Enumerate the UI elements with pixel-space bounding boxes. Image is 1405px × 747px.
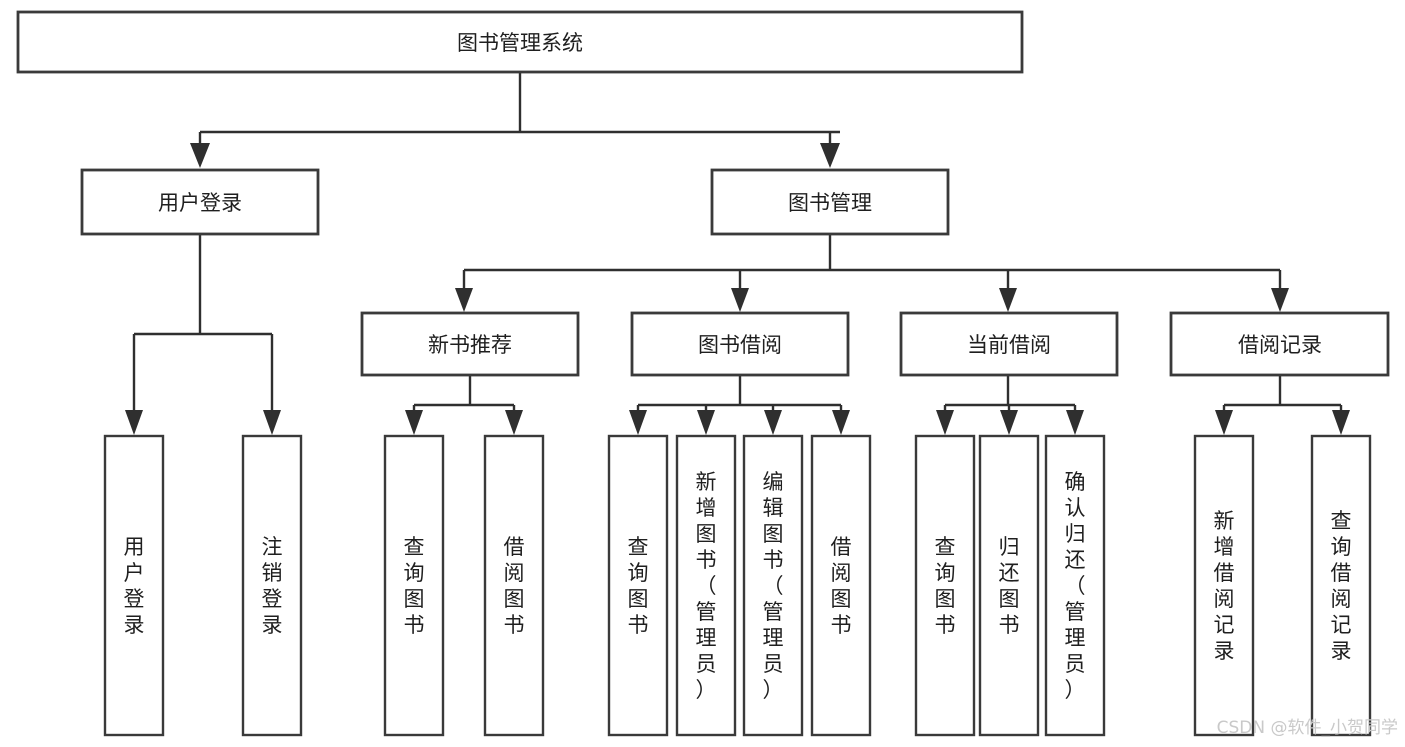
arrow-head-cb-leaf2 xyxy=(1000,410,1018,435)
connector-group-current-borrow xyxy=(936,375,1084,435)
connector-group-borrow-record xyxy=(1215,375,1350,435)
arrow-head-bb-leaf4 xyxy=(832,410,850,435)
arrow-head-new-book-recommend xyxy=(455,288,473,312)
leaf-node-label: 查询借阅记录 xyxy=(1331,509,1352,663)
leaf-node-box[interactable] xyxy=(241,434,303,737)
arrow-head-br-leaf1 xyxy=(1215,410,1233,435)
leaf-node-box[interactable] xyxy=(675,434,737,737)
leaf-node-box[interactable] xyxy=(810,434,872,737)
leaf-node-box[interactable] xyxy=(1044,434,1106,737)
leaf-node-label: 确认归还（管理员） xyxy=(1065,470,1086,702)
node-new-book-recommend[interactable]: 新书推荐 xyxy=(360,311,580,377)
leaf-node-box[interactable] xyxy=(383,434,445,737)
node-current-borrow-label: 当前借阅 xyxy=(967,333,1051,357)
csdn-watermark: CSDN @软件_小贺同学 xyxy=(1217,718,1398,738)
node-root[interactable]: 图书管理系统 xyxy=(16,10,1024,74)
arrow-head-leaf-logout xyxy=(263,410,281,435)
leaf-node[interactable]: 用户登录 xyxy=(103,434,165,737)
node-book-manage[interactable]: 图书管理 xyxy=(710,168,950,236)
arrow-head-bb-leaf2 xyxy=(697,410,715,435)
node-book-manage-label: 图书管理 xyxy=(788,191,872,215)
leaf-node-label: 查询图书 xyxy=(628,535,649,637)
leaf-node-label: 借阅图书 xyxy=(504,535,525,637)
node-new-book-recommend-label: 新书推荐 xyxy=(428,333,512,357)
leaf-node[interactable]: 查询图书 xyxy=(607,434,669,737)
leaf-node-box[interactable] xyxy=(914,434,976,737)
leaf-node[interactable]: 归还图书 xyxy=(978,434,1040,737)
arrow-head-bb-leaf1 xyxy=(629,410,647,435)
node-borrow-record-label: 借阅记录 xyxy=(1238,333,1322,357)
leaf-node-box[interactable] xyxy=(978,434,1040,737)
arrow-head-cb-leaf3 xyxy=(1066,410,1084,435)
connector-group-new-book-recommend xyxy=(405,375,523,435)
connector-group-user-login xyxy=(125,234,281,435)
node-user-login-label: 用户登录 xyxy=(158,191,242,215)
leaf-node-box[interactable] xyxy=(742,434,804,737)
leaf-node-box[interactable] xyxy=(607,434,669,737)
leaf-node[interactable]: 查询图书 xyxy=(914,434,976,737)
arrow-head-br-leaf2 xyxy=(1332,410,1350,435)
arrow-head-bb-leaf3 xyxy=(764,410,782,435)
leaf-node-label: 查询图书 xyxy=(935,535,956,637)
leaf-node-label: 注销登录 xyxy=(262,535,283,637)
leaf-node-label: 借阅图书 xyxy=(831,535,852,637)
node-root-box[interactable] xyxy=(16,10,1024,74)
leaf-node[interactable]: 注销登录 xyxy=(241,434,303,737)
node-borrow-record-box[interactable] xyxy=(1169,311,1390,377)
connector-group-book-borrow xyxy=(629,375,850,435)
leaf-node-box[interactable] xyxy=(1193,434,1255,737)
node-root-label: 图书管理系统 xyxy=(457,31,583,55)
node-user-login[interactable]: 用户登录 xyxy=(80,168,320,236)
node-current-borrow[interactable]: 当前借阅 xyxy=(899,311,1119,377)
node-book-borrow-box[interactable] xyxy=(630,311,850,377)
leaf-node-label: 查询图书 xyxy=(404,535,425,637)
leaf-node[interactable]: 新增图书（管理员） xyxy=(675,434,737,737)
node-book-manage-box[interactable] xyxy=(710,168,950,236)
connector-group-root xyxy=(190,72,840,168)
node-borrow-record[interactable]: 借阅记录 xyxy=(1169,311,1390,377)
node-book-borrow-label: 图书借阅 xyxy=(698,333,782,357)
leaf-node-label: 归还图书 xyxy=(999,535,1020,637)
leaf-node-box[interactable] xyxy=(1310,434,1372,737)
arrow-head-current-borrow xyxy=(999,288,1017,312)
node-new-book-recommend-box[interactable] xyxy=(360,311,580,377)
leaf-node[interactable]: 查询借阅记录 xyxy=(1310,434,1372,737)
leaf-node-box[interactable] xyxy=(103,434,165,737)
leaf-node[interactable]: 确认归还（管理员） xyxy=(1044,434,1106,737)
arrow-head-book-manage xyxy=(820,143,840,168)
leaf-node-label: 新增借阅记录 xyxy=(1214,509,1235,663)
node-user-login-box[interactable] xyxy=(80,168,320,236)
arrow-head-nbr-leaf2 xyxy=(505,410,523,435)
leaf-node[interactable]: 借阅图书 xyxy=(483,434,545,737)
node-current-borrow-box[interactable] xyxy=(899,311,1119,377)
node-book-borrow[interactable]: 图书借阅 xyxy=(630,311,850,377)
leaf-node[interactable]: 查询图书 xyxy=(383,434,445,737)
leaf-node-box[interactable] xyxy=(483,434,545,737)
leaf-node[interactable]: 新增借阅记录 xyxy=(1193,434,1255,737)
leaf-node-label: 编辑图书（管理员） xyxy=(763,470,784,702)
leaf-node-label: 用户登录 xyxy=(124,535,145,637)
leaf-node-layer: 用户登录 注销登录 查询图书 借阅图书 查询图书 新增图书（管理员） 编辑图书（管理员） 借阅… xyxy=(103,434,1372,737)
arrow-head-cb-leaf1 xyxy=(936,410,954,435)
arrow-head-user-login xyxy=(190,143,210,168)
arrow-head-leaf-user-login xyxy=(125,410,143,435)
arrow-head-borrow-record xyxy=(1271,288,1289,312)
leaf-node[interactable]: 借阅图书 xyxy=(810,434,872,737)
leaf-node-label: 新增图书（管理员） xyxy=(696,470,717,702)
arrow-head-book-borrow xyxy=(731,288,749,312)
leaf-node[interactable]: 编辑图书（管理员） xyxy=(742,434,804,737)
arrow-head-nbr-leaf1 xyxy=(405,410,423,435)
connector-group-book-manage xyxy=(455,234,1289,312)
